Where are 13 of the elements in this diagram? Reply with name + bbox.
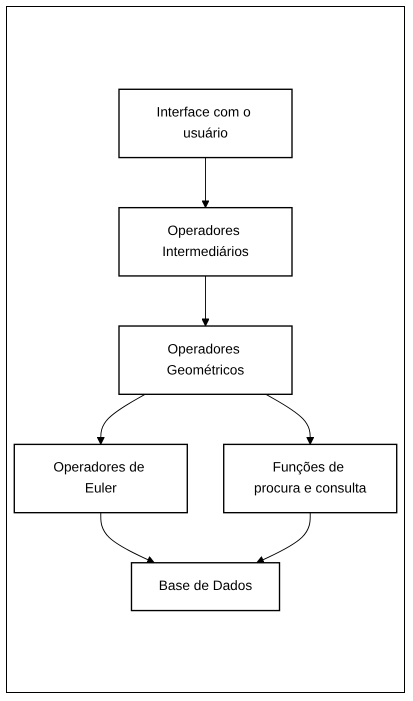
node-box (118, 88, 293, 158)
diagram-frame: Interface com o usuário Operadores Intermediários Operadores Geométricos Operadores de Euler Funções de procura e consulta Base de Dados (6, 6, 405, 693)
arrow (96, 393, 146, 444)
arrow (202, 156, 210, 208)
node-box (118, 206, 293, 276)
node-box (223, 443, 398, 513)
arrow (202, 275, 210, 326)
node-box (130, 562, 280, 611)
arrow (256, 512, 311, 563)
arrow (100, 512, 155, 563)
node-box (118, 324, 293, 395)
node-box (14, 443, 188, 513)
arrow (265, 393, 314, 444)
